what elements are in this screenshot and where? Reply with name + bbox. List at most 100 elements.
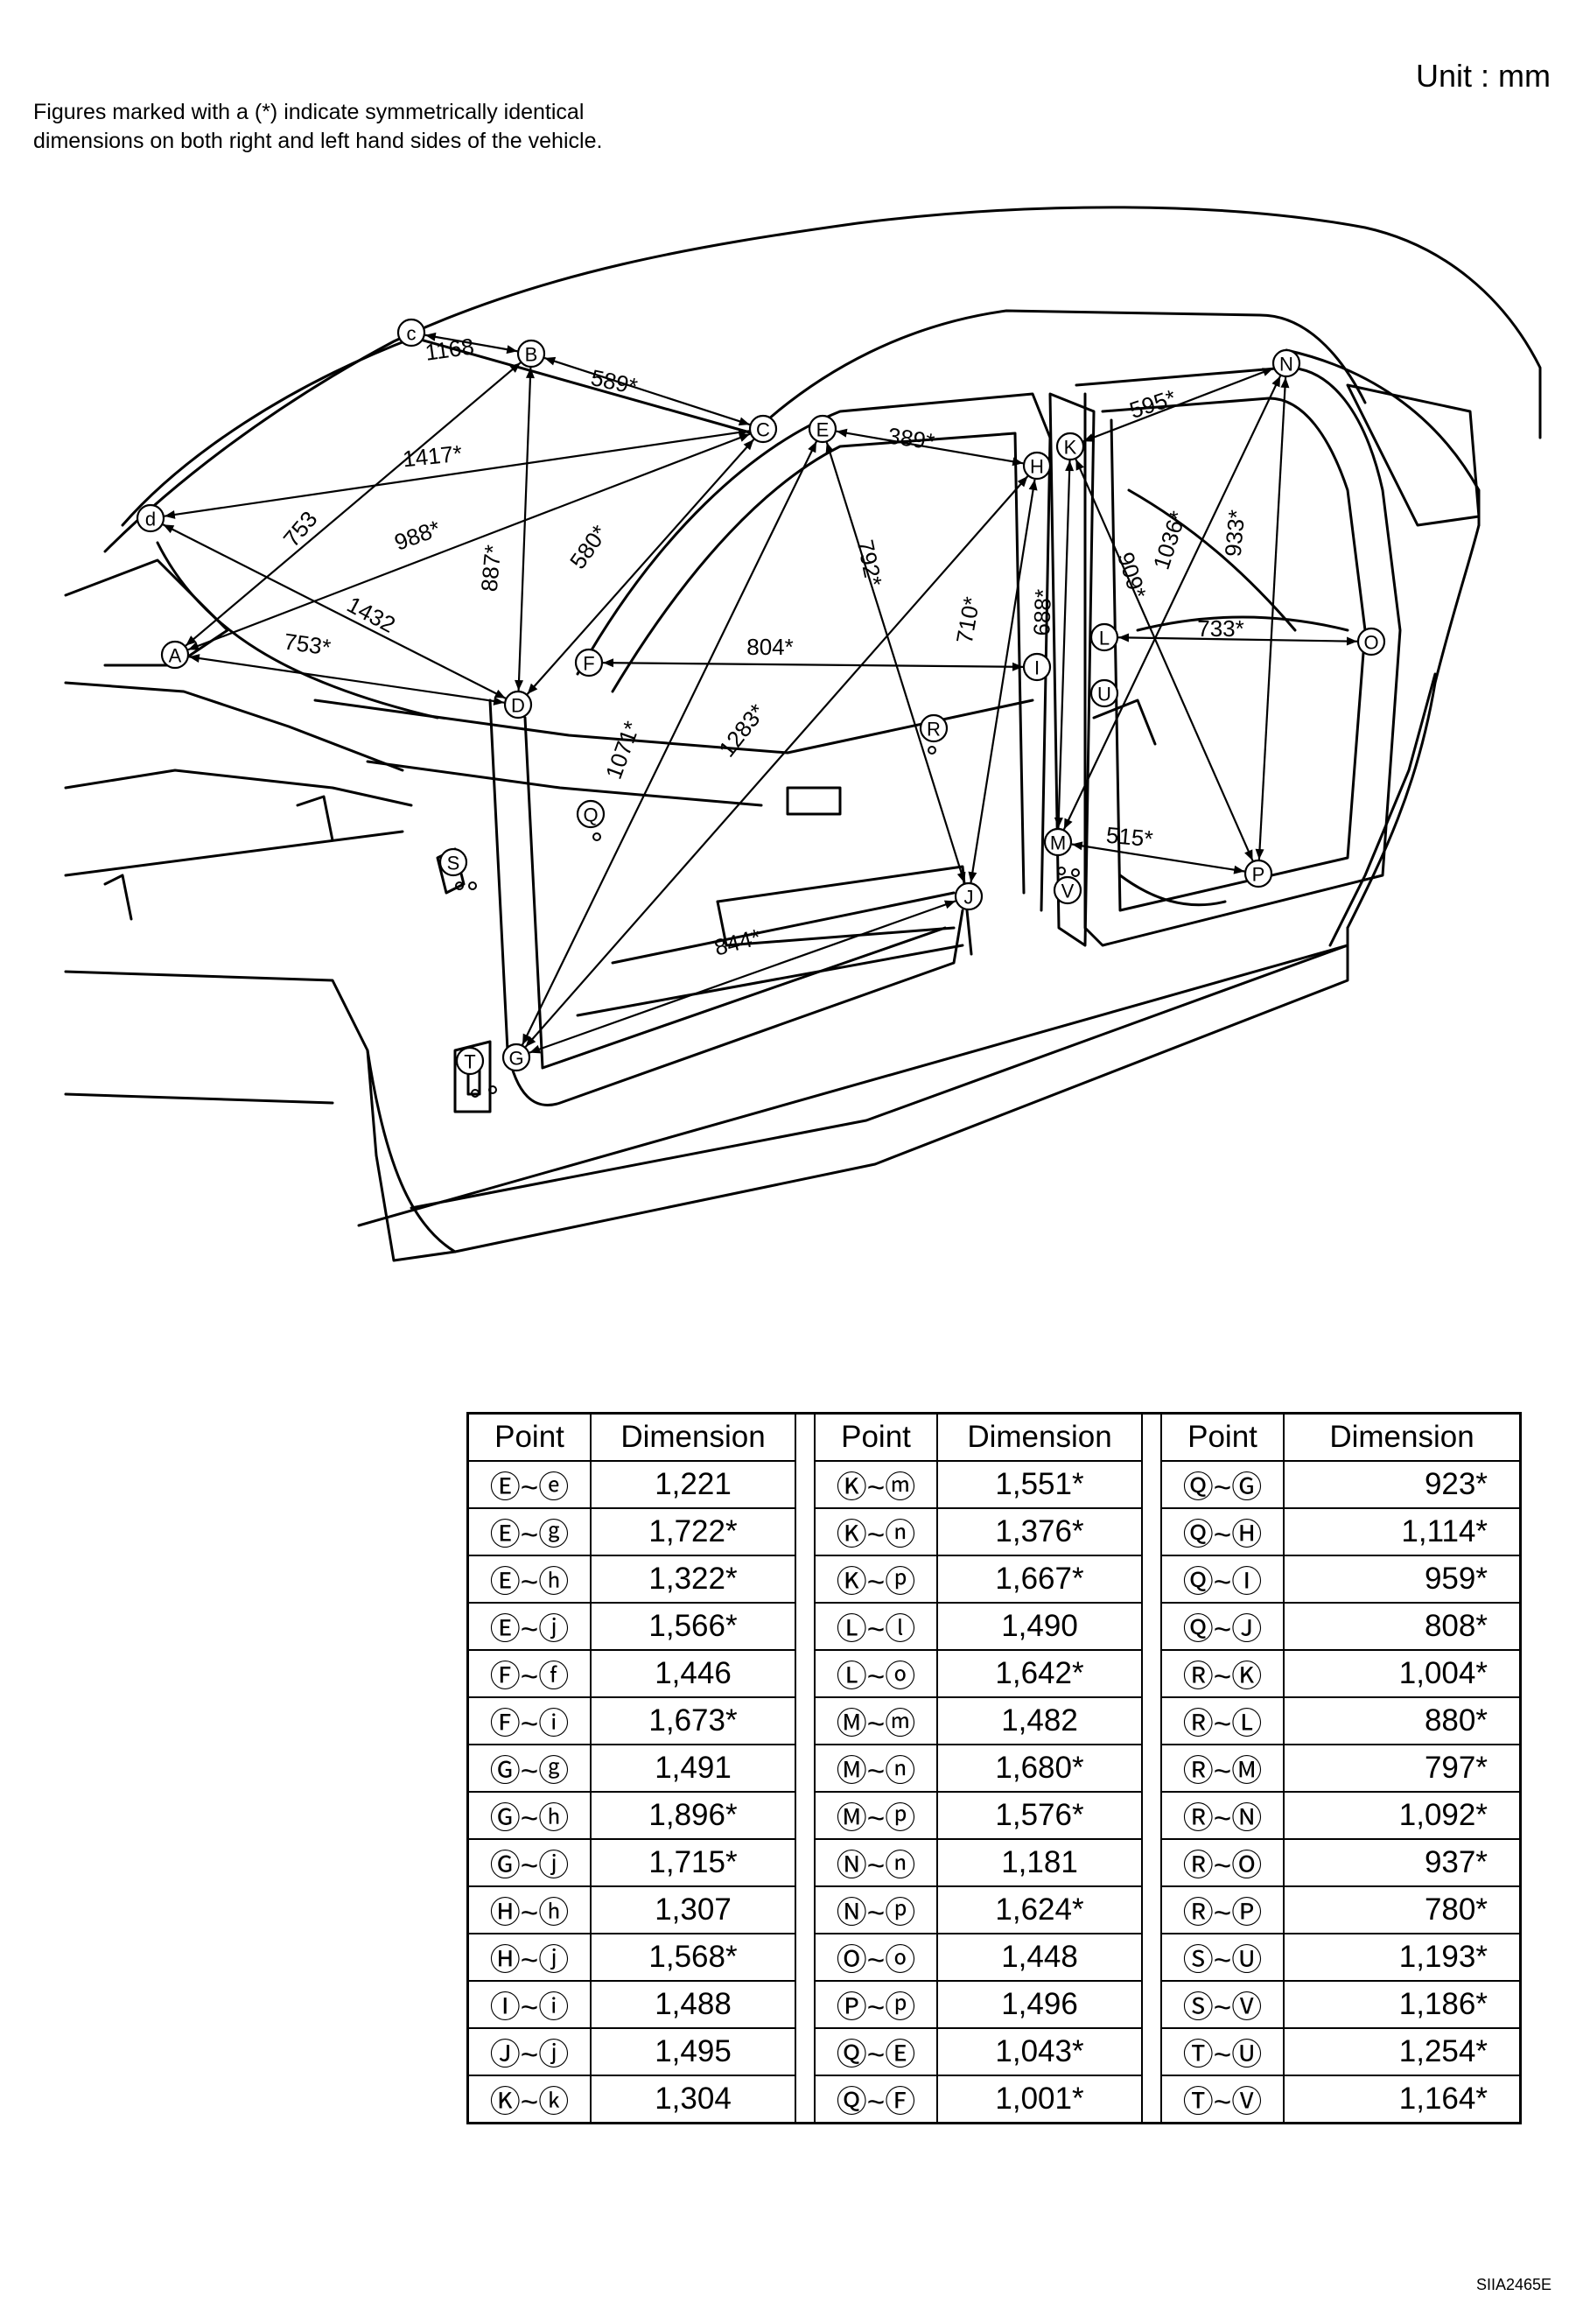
- arrowhead: [739, 433, 751, 442]
- point-marker: L: [1089, 622, 1119, 652]
- dimension-table-container: Point Dimension Point Dimension Point Di…: [466, 1412, 1522, 2124]
- point-marker: G: [501, 1043, 531, 1072]
- dimension-cell: 1,114*: [1283, 1507, 1522, 1556]
- point-pair-cell: Ⓖ~ⓙ: [466, 1838, 592, 1887]
- point-circle: [1271, 348, 1301, 378]
- dimension-line: [524, 475, 1029, 1048]
- dimension-cell: 1,488: [590, 1980, 796, 2029]
- column-gap: [795, 1745, 816, 1792]
- column-gap: [795, 1461, 816, 1508]
- arrowhead: [493, 697, 505, 706]
- column-gap: [795, 1650, 816, 1697]
- point-circle: [1022, 451, 1052, 481]
- arrowhead: [424, 332, 437, 341]
- point-pair-cell: Ⓘ~ⓘ: [466, 1980, 592, 2029]
- dimension-cell: 1,304: [590, 2075, 796, 2124]
- point-label: H: [1030, 456, 1044, 478]
- point-circle: [919, 713, 949, 743]
- arrowhead: [1054, 817, 1063, 829]
- arrowhead: [1071, 841, 1083, 851]
- dimension-line: [522, 440, 817, 1046]
- arrowhead: [1012, 457, 1024, 467]
- arrowhead: [1271, 376, 1281, 388]
- dimension-label: 1036*: [1148, 508, 1192, 572]
- dimension-label: 595*: [1126, 384, 1179, 424]
- dimension-cell: 1,624*: [936, 1885, 1143, 1934]
- dimension-line: [188, 656, 505, 704]
- symmetry-note: Figures marked with a (*) indicate symme…: [33, 100, 603, 153]
- dimension-label: 988*: [391, 515, 445, 555]
- point-marker: T: [455, 1046, 485, 1076]
- dimension-cell: 1,001*: [936, 2075, 1143, 2124]
- dimension-label: 1071*: [600, 718, 645, 783]
- point-circle: [503, 690, 533, 720]
- column-gap: [1141, 1839, 1162, 1886]
- point-pair-cell: Ⓙ~ⓙ: [466, 2027, 592, 2076]
- dimension-line: [836, 430, 1024, 465]
- point-circle: [748, 414, 778, 444]
- dimension-line: [1075, 459, 1254, 861]
- arrowhead: [1075, 459, 1084, 471]
- arrowhead: [1012, 662, 1024, 671]
- point-pair-cell: Ⓣ~Ⓥ: [1160, 2075, 1285, 2124]
- arrowhead: [738, 417, 750, 426]
- point-label: Q: [583, 804, 598, 826]
- point-pair-cell: Ⓝ~ⓝ: [814, 1838, 938, 1887]
- column-header-point: Point: [1160, 1412, 1285, 1462]
- dimension-label: 933*: [1220, 509, 1250, 558]
- column-header-dimension: Dimension: [1283, 1412, 1522, 1462]
- point-pair-cell: Ⓝ~ⓟ: [814, 1885, 938, 1934]
- point-marker: V: [1053, 875, 1082, 905]
- point-pair-cell: Ⓚ~ⓝ: [814, 1507, 938, 1556]
- column-gap: [795, 1792, 816, 1839]
- point-pair-cell: Ⓛ~ⓛ: [814, 1602, 938, 1651]
- point-circle: [1043, 827, 1073, 857]
- dimension-cell: 1,043*: [936, 2027, 1143, 2076]
- point-pair-cell: Ⓠ~Ⓘ: [1160, 1555, 1285, 1604]
- point-marker: U: [1089, 678, 1119, 708]
- point-label: J: [964, 887, 974, 909]
- dimension-cell: 1,181: [936, 1838, 1143, 1887]
- arrowhead: [525, 367, 535, 379]
- point-label: d: [145, 509, 156, 530]
- arrowhead: [1280, 376, 1290, 389]
- point-circle: [516, 339, 546, 369]
- dimension-label: 515*: [1105, 822, 1154, 853]
- dimension-line: [185, 362, 522, 647]
- dimension-cell: 1,164*: [1283, 2075, 1522, 2124]
- figure-code: SIIA2465E: [1475, 2276, 1551, 2293]
- dimension-label: 1417*: [402, 440, 464, 473]
- point-label: N: [1279, 354, 1293, 376]
- dimension-cell: 1,673*: [590, 1696, 796, 1745]
- point-marker: H: [1022, 451, 1052, 481]
- point-pair-cell: Ⓜ~ⓝ: [814, 1744, 938, 1793]
- point-circle: [1022, 652, 1052, 682]
- dimension-cell: 1,307: [590, 1885, 796, 1934]
- point-circle: [396, 318, 426, 348]
- point-label: D: [511, 695, 525, 717]
- vehicle-outline: [64, 206, 1542, 1262]
- arrowhead: [836, 428, 848, 438]
- dimension-label: 733*: [1197, 615, 1244, 642]
- arrowhead: [187, 642, 200, 650]
- column-gap: [1141, 1555, 1162, 1603]
- point-pair-cell: Ⓡ~Ⓛ: [1160, 1696, 1285, 1745]
- column-gap: [795, 1981, 816, 2028]
- point-marker: I: [1022, 652, 1052, 682]
- point-marker: R: [919, 713, 949, 743]
- dimension-cell: 1,482: [936, 1696, 1143, 1745]
- arrowhead: [1017, 476, 1028, 488]
- point-label: O: [1363, 632, 1378, 654]
- unit-label: Unit : mm: [1415, 58, 1551, 94]
- point-label: V: [1061, 881, 1075, 902]
- point-label: K: [1064, 437, 1077, 459]
- arrowhead: [1082, 433, 1095, 442]
- point-label: U: [1097, 684, 1111, 706]
